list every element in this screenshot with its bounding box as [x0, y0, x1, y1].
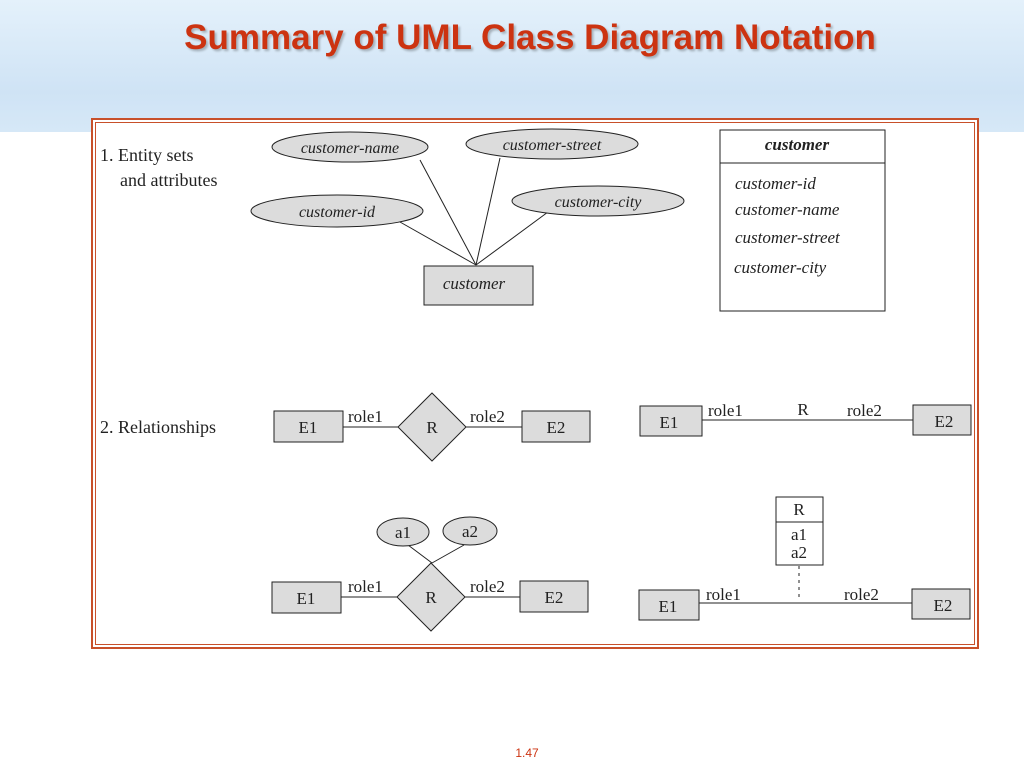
entity-e1-box — [638, 589, 700, 621]
slide-title: Summary of UML Class Diagram Notation — [184, 18, 876, 57]
er-attribute-customer-id: customer-id — [250, 194, 424, 228]
er-attributed-relationship: a1 a2 E1 R E2 role1 role2 — [271, 516, 589, 632]
entity-e2-box — [521, 410, 591, 443]
entity-e1-label: E1 — [299, 418, 318, 437]
uml-binary-association: E1 E2 role1 R role2 — [639, 400, 972, 437]
connector-customer-id — [399, 221, 477, 266]
entity-e1-box — [271, 581, 342, 614]
page-number: 1.47 — [515, 746, 539, 760]
attribute-connector-a2 — [431, 544, 465, 564]
relationship-label: R — [797, 400, 809, 419]
entity-e1-label: E1 — [297, 589, 316, 608]
er-attribute-customer-street: customer-street — [465, 128, 639, 160]
role2-label: role2 — [470, 577, 505, 596]
entity-e1-label: E1 — [660, 413, 679, 432]
uml-attribute: customer-street — [735, 228, 841, 247]
entity-box — [423, 265, 534, 306]
attribute-ellipse — [250, 194, 424, 228]
association-class-attribute: a2 — [791, 543, 807, 562]
section1-label-line2: and attributes — [120, 170, 217, 190]
relationship-diamond — [397, 392, 467, 462]
attribute-a2-label: a2 — [462, 522, 478, 541]
attribute-a1-label: a1 — [395, 523, 411, 542]
attribute-ellipse-a2 — [442, 516, 498, 546]
association-class-name: R — [793, 500, 805, 519]
entity-e2-label: E2 — [935, 412, 954, 431]
entity-e2-box — [911, 588, 971, 620]
attribute-ellipse-a1 — [376, 517, 430, 547]
entity-e2-box — [519, 580, 589, 613]
relationship-label: R — [426, 418, 438, 437]
section1-label-line1: 1. Entity sets — [100, 145, 194, 165]
entity-e1-label: E1 — [659, 597, 678, 616]
entity-label: customer — [443, 274, 506, 293]
uml-class-customer: customer customer-id customer-name custo… — [719, 129, 886, 312]
attribute-label: customer-city — [555, 194, 643, 211]
entity-e2-label: E2 — [547, 418, 566, 437]
role2-label: role2 — [847, 401, 882, 420]
role2-label: role2 — [470, 407, 505, 426]
relationship-diamond — [396, 562, 466, 632]
uml-attribute: customer-id — [735, 174, 816, 193]
connector-customer-city — [475, 211, 549, 266]
er-attribute-customer-city: customer-city — [511, 185, 685, 217]
role1-label: role1 — [348, 577, 383, 596]
uml-class-box — [719, 129, 886, 312]
uml-association-class: R a1 a2 E1 E2 role1 role2 — [638, 496, 971, 621]
uml-attribute: customer-city — [734, 258, 827, 277]
entity-e1-box — [639, 405, 703, 437]
entity-e2-label: E2 — [934, 596, 953, 615]
attribute-label: customer-id — [299, 204, 376, 221]
attribute-ellipse — [271, 131, 429, 163]
attribute-label: customer-street — [503, 137, 602, 154]
connector-customer-name — [419, 159, 477, 266]
er-entity-customer: customer — [423, 265, 534, 306]
header-band — [0, 0, 1024, 132]
attribute-ellipse — [465, 128, 639, 160]
association-class-box — [775, 496, 824, 566]
section2-label: 2. Relationships — [100, 417, 216, 437]
entity-e1-box — [273, 410, 344, 443]
uml-attribute: customer-name — [735, 200, 840, 219]
entity-e2-box — [912, 404, 972, 436]
attribute-ellipse — [511, 185, 685, 217]
attribute-label: customer-name — [301, 140, 399, 157]
relationship-label: R — [425, 588, 437, 607]
role2-label: role2 — [844, 585, 879, 604]
diagram-frame-inner — [95, 122, 975, 645]
role1-label: role1 — [348, 407, 383, 426]
er-attribute-connectors — [399, 157, 549, 266]
connector-customer-street — [475, 157, 501, 266]
er-attribute-customer-name: customer-name — [271, 131, 429, 163]
uml-class-name: customer — [765, 135, 830, 154]
role1-label: role1 — [706, 585, 741, 604]
role1-label: role1 — [708, 401, 743, 420]
association-class-attribute: a1 — [791, 525, 807, 544]
entity-e2-label: E2 — [545, 588, 564, 607]
er-binary-relationship: E1 R E2 role1 role2 — [273, 392, 591, 462]
attribute-connector-a1 — [407, 544, 433, 564]
